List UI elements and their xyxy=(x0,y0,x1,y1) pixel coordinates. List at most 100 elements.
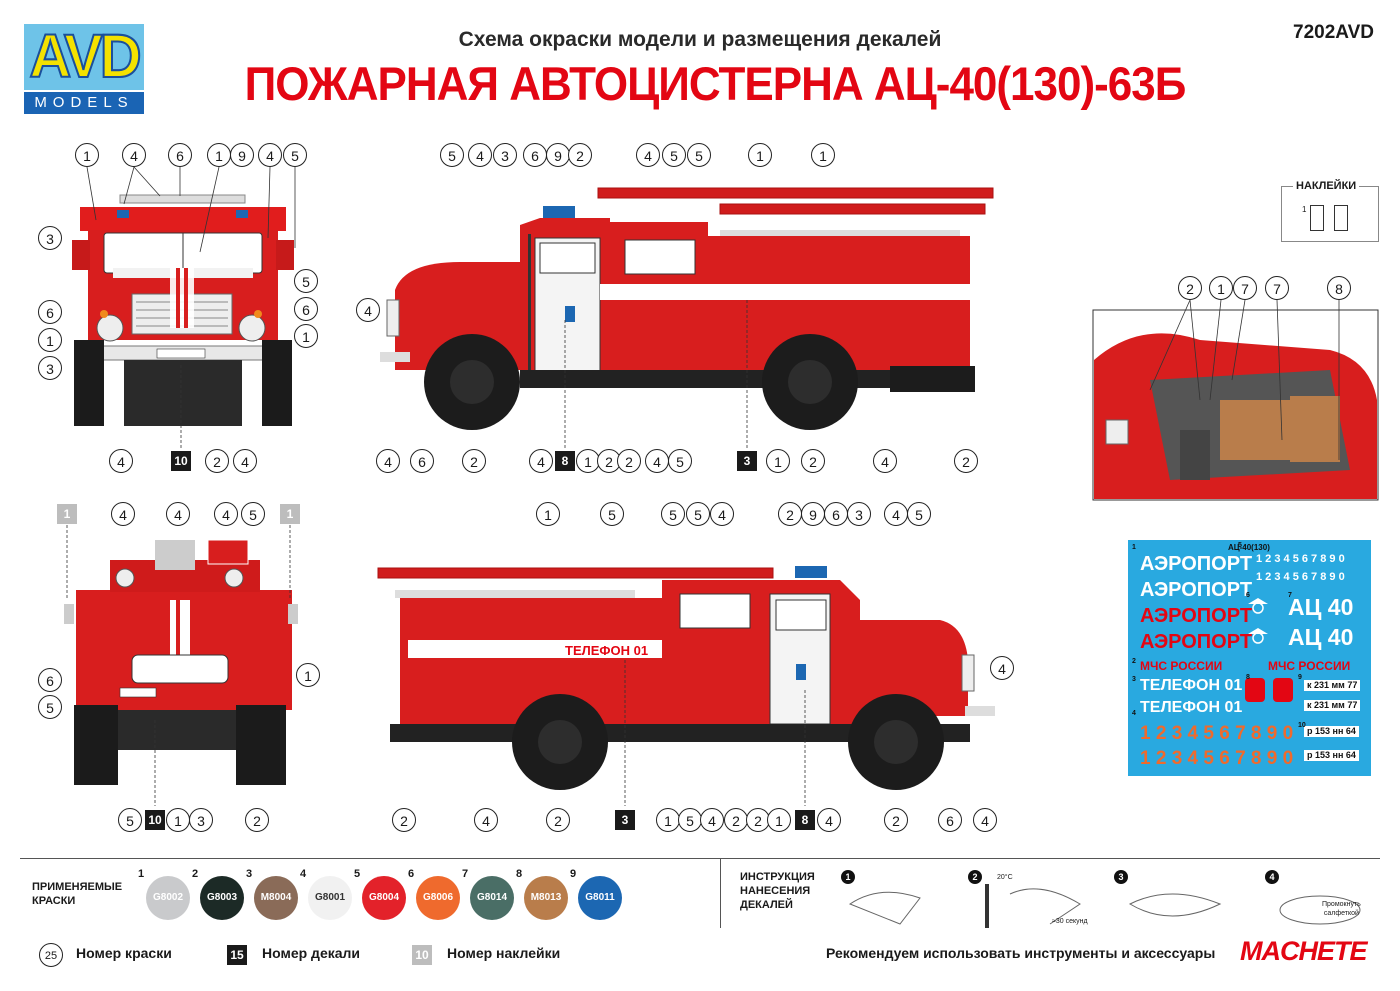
side-right-callout: 4 xyxy=(884,502,908,526)
instructions-label: ИНСТРУКЦИЯ НАНЕСЕНИЯ ДЕКАЛЕЙ xyxy=(740,870,815,912)
step-3-icon: 3 xyxy=(1114,870,1128,884)
side-left-callout: 2 xyxy=(801,449,825,473)
side-right-callout: 2 xyxy=(392,808,416,832)
decal-plate: к 231 мм 77 xyxy=(1304,680,1361,691)
front-callout: 10 xyxy=(171,451,191,471)
decal-plate: р 153 нн 64 xyxy=(1304,750,1359,761)
side-right-callout: 6 xyxy=(824,502,848,526)
front-callout: 1 xyxy=(294,324,318,348)
side-left-callout: 5 xyxy=(668,449,692,473)
front-callout: 5 xyxy=(294,269,318,293)
side-left-callout: 4 xyxy=(529,449,553,473)
rear-callout: 10 xyxy=(145,810,165,830)
side-left-callout: 1 xyxy=(748,143,772,167)
side-left-callout: 4 xyxy=(468,143,492,167)
decal-phone: ТЕЛЕФОН 01 xyxy=(1140,699,1243,716)
time-text: ≈30 секунд xyxy=(1052,918,1088,925)
side-right-callout: 1 xyxy=(656,808,680,832)
side-left-callout: 4 xyxy=(873,449,897,473)
side-left-phone-text: ТЕЛЕФОН 01 xyxy=(765,285,848,300)
leader-lines xyxy=(66,166,1340,806)
side-right-callout: 5 xyxy=(686,502,710,526)
side-left-callout: 9 xyxy=(546,143,570,167)
side-left-callout: 5 xyxy=(687,143,711,167)
vertical-divider xyxy=(720,858,721,928)
side-left-callout: 1 xyxy=(576,449,600,473)
front-callout: 4 xyxy=(258,143,282,167)
sticker-slot xyxy=(1334,205,1348,231)
rear-callout: 4 xyxy=(166,502,190,526)
decal-index: 9 xyxy=(1298,674,1302,681)
side-right-callout: 5 xyxy=(907,502,931,526)
cab-callout: 2 xyxy=(1178,276,1202,300)
rear-callout: 4 xyxy=(111,502,135,526)
front-callout: 6 xyxy=(168,143,192,167)
decal-numbers-small: 1 2 3 4 5 6 7 8 9 0 xyxy=(1256,571,1345,583)
side-left-callout: 8 xyxy=(555,451,575,471)
side-right-callout: 5 xyxy=(678,808,702,832)
cab-callout: 8 xyxy=(1327,276,1351,300)
side-right-phone-text: ТЕЛЕФОН 01 xyxy=(565,643,648,658)
airport-emblem-icon xyxy=(1246,626,1270,646)
side-right-callout: 4 xyxy=(474,808,498,832)
side-left-callout: 2 xyxy=(617,449,641,473)
cab-callout: 1 xyxy=(1209,276,1233,300)
side-left-callout: 6 xyxy=(410,449,434,473)
side-right-callout: 5 xyxy=(661,502,685,526)
avd-logo: AVD MODELS xyxy=(24,24,144,116)
paints-label-line: КРАСКИ xyxy=(32,895,76,907)
front-callout: 4 xyxy=(109,449,133,473)
decal-index: 4 xyxy=(1132,710,1136,717)
rear-callout: 5 xyxy=(38,695,62,719)
stickers-box: 1 xyxy=(1281,186,1379,242)
kit-code: 7202AVD xyxy=(1293,22,1374,43)
front-callout: 3 xyxy=(38,226,62,250)
side-left-callout: 3 xyxy=(493,143,517,167)
paint-number: 1 xyxy=(138,868,145,880)
instructions-label-line: НАНЕСЕНИЯ xyxy=(740,885,811,897)
paint-swatch: G8002 xyxy=(146,876,190,920)
decal-index: 10 xyxy=(1298,722,1306,729)
decal-ac40: АЦ 40 xyxy=(1288,594,1354,620)
side-view-right-truck xyxy=(377,566,995,790)
wipe-text: Промокнуть салфеткой xyxy=(1322,900,1361,918)
rear-callout: 1 xyxy=(280,504,300,524)
front-callout: 4 xyxy=(233,449,257,473)
paint-number: 4 xyxy=(300,868,307,880)
temperature-text: 20°C xyxy=(997,874,1013,881)
rear-callout: 3 xyxy=(189,808,213,832)
step-4-icon: 4 xyxy=(1265,870,1279,884)
side-left-callout: 1 xyxy=(811,143,835,167)
side-right-callout: 6 xyxy=(938,808,962,832)
side-right-callout: 1 xyxy=(536,502,560,526)
decal-numbers-big: 1 2 3 4 5 6 7 8 9 0 xyxy=(1140,748,1294,769)
side-right-callout: 4 xyxy=(817,808,841,832)
front-callout: 4 xyxy=(122,143,146,167)
paint-swatch: G8003 xyxy=(200,876,244,920)
paint-swatch: G8011 xyxy=(578,876,622,920)
decal-plate: р 153 нн 64 xyxy=(1304,726,1359,737)
decal-ac40: АЦ 40 xyxy=(1288,624,1354,650)
step-1-icon: 1 xyxy=(841,870,855,884)
rear-callout: 5 xyxy=(118,808,142,832)
cab-callout: 7 xyxy=(1233,276,1257,300)
paint-number: 2 xyxy=(192,868,199,880)
machete-logo: MACHETE xyxy=(1240,936,1367,966)
side-right-callout: 9 xyxy=(801,502,825,526)
legend-sticker-label: Номер наклейки xyxy=(447,945,561,961)
instructions-label-line: ДЕКАЛЕЙ xyxy=(740,899,793,911)
paint-number: 8 xyxy=(516,868,523,880)
paint-number: 9 xyxy=(570,868,577,880)
legend-decal-label: Номер декали xyxy=(262,945,361,961)
paint-swatch: M8004 xyxy=(254,876,298,920)
side-left-callout: 2 xyxy=(568,143,592,167)
legend-paint-icon: 25 xyxy=(39,943,63,967)
instructions-label-line: ИНСТРУКЦИЯ xyxy=(740,871,815,883)
decal-header: АЦ-40(130) xyxy=(1228,543,1270,552)
sticker-slot xyxy=(1310,205,1324,231)
rear-callout: 5 xyxy=(241,502,265,526)
front-callout: 3 xyxy=(38,356,62,380)
side-left-callout: 3 xyxy=(737,451,757,471)
side-right-callout: 4 xyxy=(710,502,734,526)
